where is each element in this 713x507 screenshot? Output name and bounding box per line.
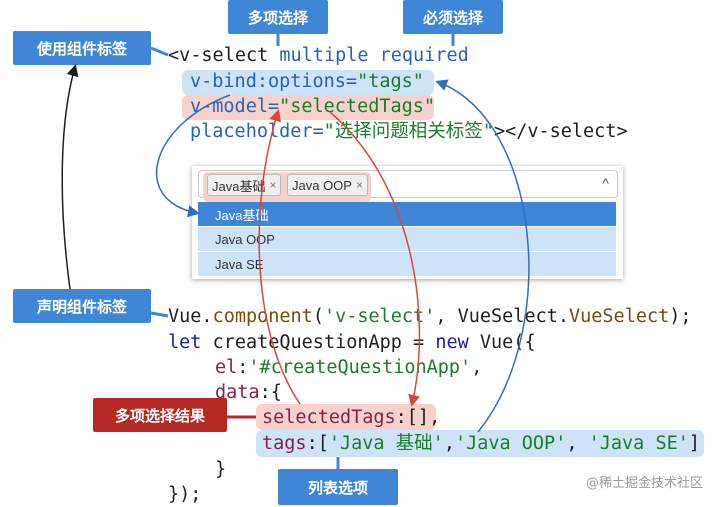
- label-multi-select: 多项选择: [228, 0, 328, 34]
- select-box[interactable]: Java基础× Java OOP× ^: [198, 170, 618, 202]
- options-highlight: [182, 70, 434, 95]
- placeholder-value: "选择问题相关标签": [323, 121, 494, 142]
- code-line-2: v-bind:options="tags": [190, 70, 424, 94]
- watermark: @稀土掘金技术社区: [585, 476, 703, 491]
- label-list-options: 列表选项: [278, 469, 398, 505]
- code-line-6: let createQuestionApp = new Vue({: [168, 332, 536, 353]
- multiple-required-attrs: multiple required: [279, 45, 469, 66]
- arrow-declare-to-use: [61, 64, 79, 290]
- selected-tag-label: Java基础: [212, 178, 266, 194]
- label-use-component-tag: 使用组件标签: [13, 31, 151, 65]
- model-value: "selectedTags": [279, 96, 436, 117]
- code-line-10: tags:['Java 基础','Java OOP', 'Java SE']: [262, 433, 701, 454]
- label-required: 必须选择: [403, 0, 503, 34]
- chevron-up-icon[interactable]: ^: [602, 175, 609, 191]
- tags-array-highlight: [256, 430, 704, 457]
- code-line-4: placeholder="选择问题相关标签"></v-select>: [190, 120, 628, 144]
- arrow-tags-to-options: [435, 79, 530, 433]
- code-line-8: data:{: [215, 382, 282, 403]
- model-attr: v-model=: [190, 96, 280, 117]
- model-highlight: [182, 95, 434, 120]
- label-multi-select-result: 多项选择结果: [93, 398, 227, 432]
- options-attr: v-bind:options=: [190, 71, 358, 92]
- arrow-options-to-list: [156, 94, 231, 218]
- option-java-basics[interactable]: Java基础: [198, 202, 616, 226]
- selected-tags-highlight: [256, 404, 436, 430]
- pointer-declare-tag: [150, 311, 169, 318]
- label-declare-component-tag: 声明组件标签: [13, 289, 151, 323]
- options-value: "tags": [357, 71, 424, 92]
- placeholder-attr: placeholder=: [190, 121, 324, 142]
- pointer-use-tag: [150, 46, 169, 57]
- tag-close: ></v-select>: [493, 121, 628, 142]
- code-line-12: });: [168, 484, 202, 505]
- selected-tag-2[interactable]: Java OOP×: [287, 174, 368, 196]
- arrow-model-to-data: [329, 111, 421, 407]
- remove-icon[interactable]: ×: [355, 178, 363, 192]
- option-java-se[interactable]: Java SE: [198, 252, 616, 276]
- arrow-result-to-model: [258, 109, 301, 405]
- code-line-5: Vue.component('v-select', VueSelect.VueS…: [168, 306, 692, 327]
- remove-icon[interactable]: ×: [269, 178, 277, 192]
- select-widget: Java基础× Java OOP× ^ Java基础 Java OOP Java…: [192, 166, 623, 279]
- code-line-11: }: [215, 459, 227, 480]
- selected-tag-label: Java OOP: [292, 177, 352, 193]
- code-line-7: el:'#createQuestionApp',: [215, 357, 483, 378]
- code-line-3: v-model="selectedTags": [190, 95, 435, 119]
- code-line-1: <v-select multiple required: [168, 44, 469, 68]
- tag-open: <v-select: [168, 45, 280, 66]
- code-line-9: selectedTags:[],: [262, 407, 441, 428]
